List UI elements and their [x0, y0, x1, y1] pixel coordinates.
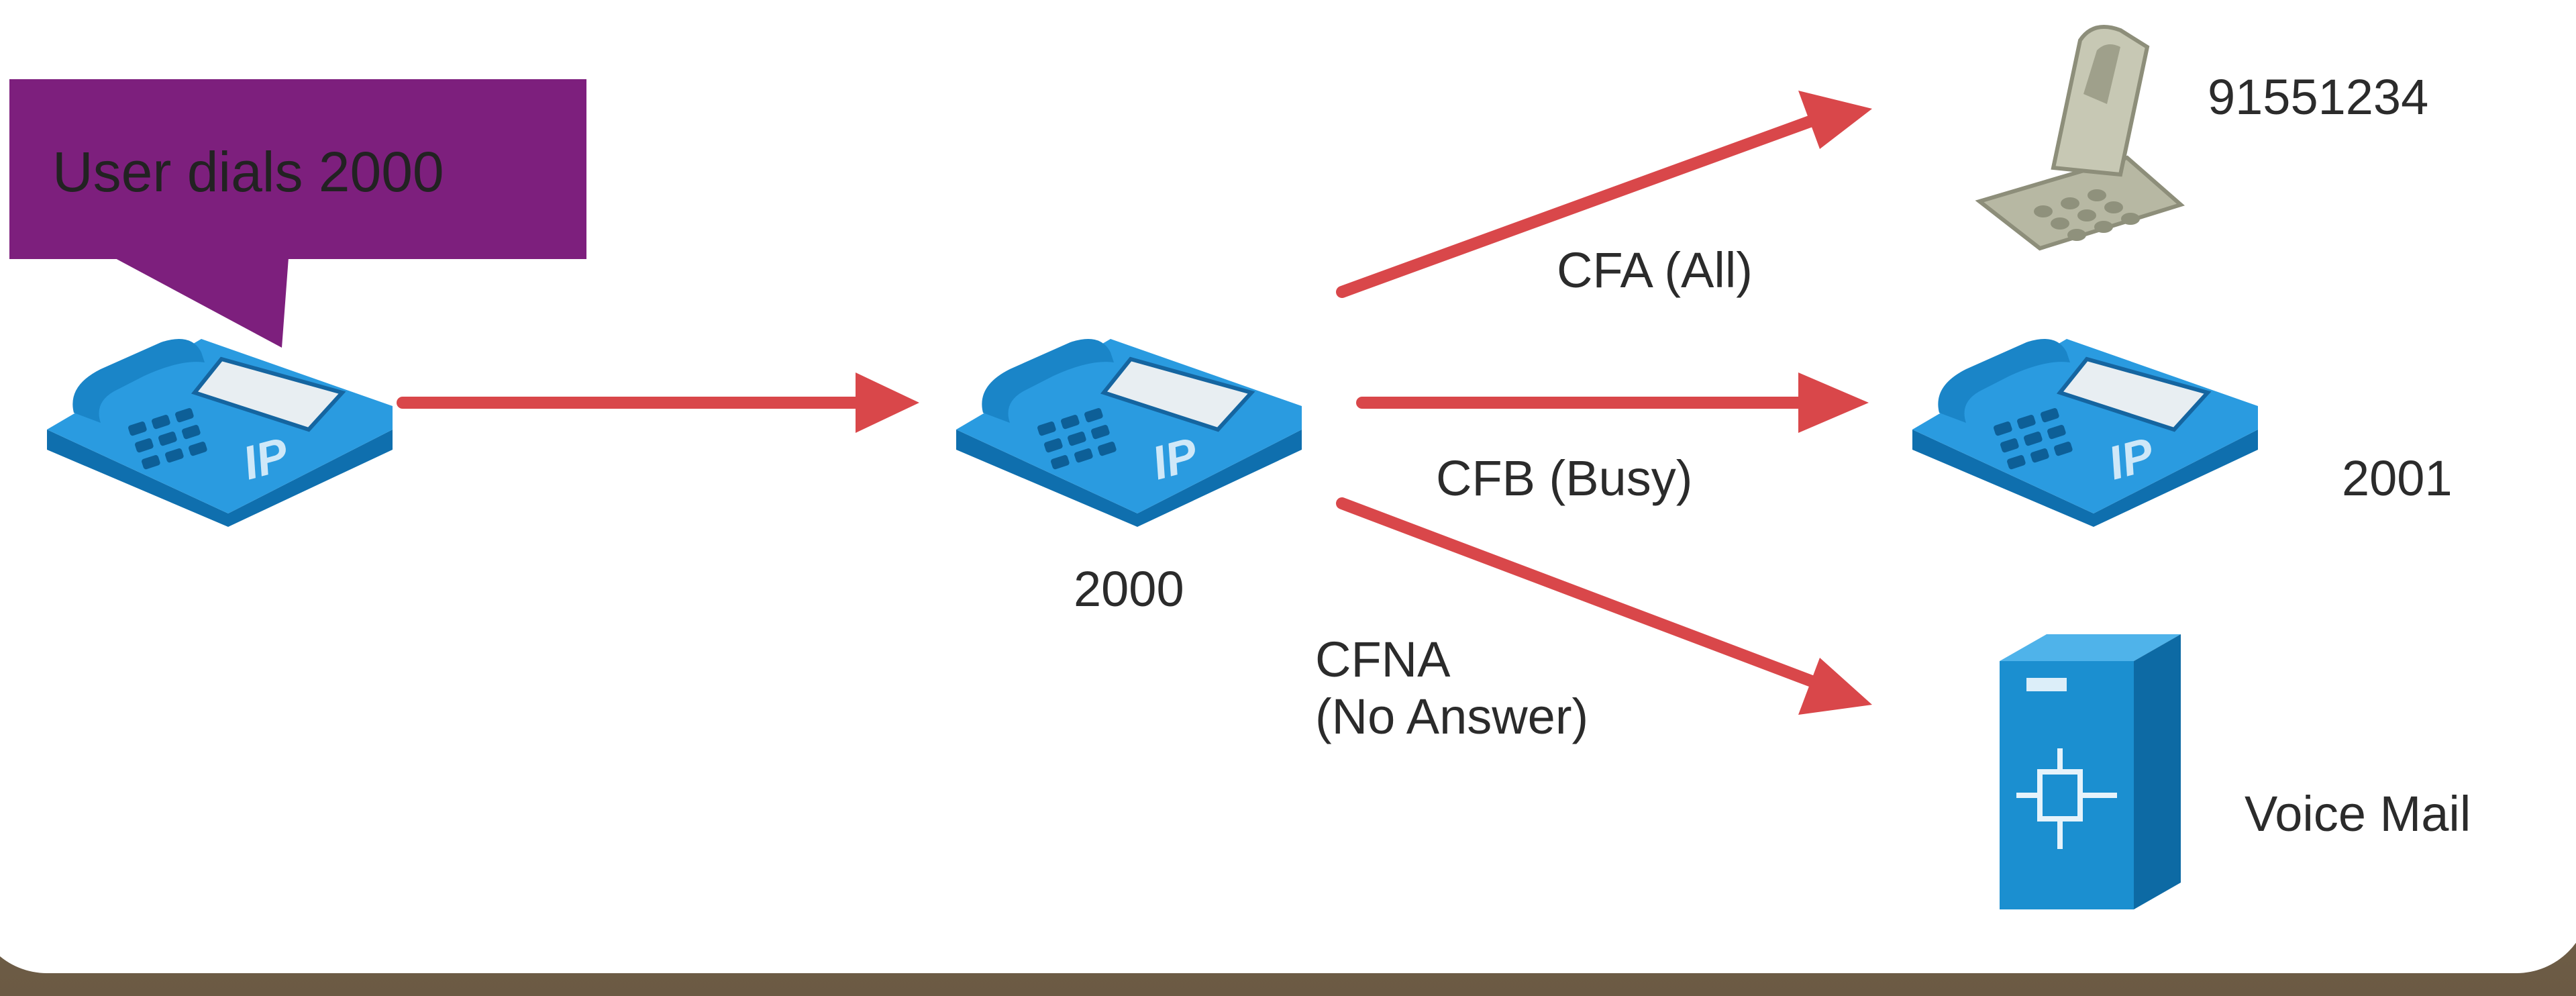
label-91551234: 91551234	[2208, 69, 2429, 125]
label-2000: 2000	[1074, 561, 1184, 617]
label-cfa: CFA (All)	[1557, 242, 1753, 298]
arrow-cfa	[1336, 115, 1818, 298]
mobile-phone-icon	[1975, 25, 2185, 251]
label-cfb: CFB (Busy)	[1436, 450, 1693, 506]
label-cfna: CFNA (No Answer)	[1315, 632, 1589, 745]
label-voice-mail: Voice Mail	[2245, 786, 2471, 842]
callout-bubble	[9, 79, 586, 348]
callout-text: User dials 2000	[52, 140, 444, 203]
arrow-cfna	[1336, 497, 1818, 687]
diagram-panel	[0, 0, 2576, 973]
voicemail-server-icon	[2000, 634, 2181, 909]
label-2001: 2001	[2342, 450, 2453, 506]
